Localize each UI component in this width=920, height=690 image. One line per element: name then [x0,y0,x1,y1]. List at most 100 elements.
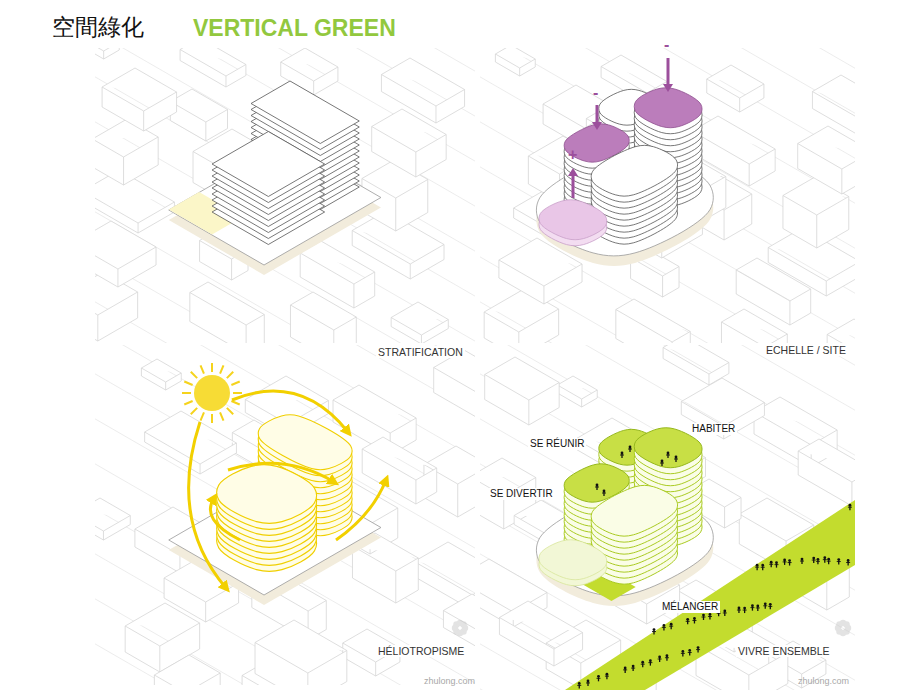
person-figure [774,561,778,567]
sun-ray [184,382,192,385]
city-block [616,299,690,343]
person-figure [737,607,741,613]
roof-slab [591,145,677,196]
sun-path [210,498,240,540]
person-figure [577,682,581,688]
sun-disc [194,375,230,411]
sun-ray [201,365,204,373]
person-figure [812,557,816,563]
city-block [707,65,764,112]
person-figure [595,484,599,490]
page-title: 空間綠化 [52,14,144,40]
panel-caption: ECHELLE / SITE [764,344,848,356]
function-label: MÉLANGER [660,601,720,613]
street-line [95,273,475,343]
roof-slab [539,540,607,580]
person-figure [769,561,773,567]
city-context [480,345,855,690]
city-block [798,126,855,194]
city-block [557,376,597,407]
sun-ray [184,401,192,404]
person-figure [692,617,696,623]
sun-ray [191,372,197,378]
street-line [95,345,475,622]
person-figure [652,628,656,634]
arrow-head [663,84,673,92]
person-figure [648,659,652,665]
minus-sign: - [664,36,669,54]
person-figure [708,613,712,619]
street-line [480,48,855,322]
function-label: SE RÉUNIR [528,438,586,450]
city-block [381,58,464,123]
city-block [95,221,156,287]
roof-slab [212,132,325,197]
street-line [95,48,475,325]
panel-caption: HÉLIOTROPISME [376,645,466,657]
city-block [141,359,181,390]
person-figure [597,675,601,681]
person-figure [674,456,678,462]
city-block [170,89,227,141]
street-line [480,48,855,142]
sun-symbol [182,363,242,423]
sun-path [189,422,226,588]
person-figure [702,614,706,620]
city-block [95,119,158,185]
person-figure [658,656,662,662]
city-block [95,48,119,59]
panel-caption: STRATIFICATION [376,346,465,358]
city-block [362,437,436,504]
person-figure [605,673,609,679]
person-figure [763,602,767,608]
person-figure [665,654,669,660]
roof-slab [591,485,677,536]
sun-ray [220,412,223,420]
person-figure [602,490,606,496]
city-block [495,48,535,76]
arrow-head [568,168,578,176]
city-block [798,439,855,506]
city-block [736,258,810,325]
function-label: HABITER [690,423,737,435]
subtitle: VERTICAL GREEN [193,15,396,41]
watermark-logo [835,620,851,636]
person-figure [620,452,624,458]
person-figure [756,605,760,611]
person-figure [800,558,804,564]
roof-slab [539,200,607,240]
city-block [255,620,347,685]
person-figure [827,558,831,564]
street-line [480,93,855,343]
load-arrow [596,105,599,123]
building-scale [536,58,713,266]
street-line [95,345,475,532]
city-block [692,116,775,186]
sun-path [232,391,348,432]
person-figure [628,446,632,452]
street-line [480,48,855,97]
building-living [536,428,855,690]
person-figure [750,604,754,610]
city-block [180,48,246,87]
city-block [102,68,176,131]
sun-path [228,463,334,482]
city-block [300,241,374,308]
minus-sign: - [593,84,598,102]
person-figure [846,559,850,565]
sun-ray [227,372,233,378]
city-block [663,345,729,385]
person-figure [686,618,690,624]
person-figure [669,623,673,629]
person-figure [768,603,772,609]
roof-slab [634,88,702,128]
street-line [95,93,475,343]
person-figure [631,665,635,671]
sun-ray [182,392,191,394]
street-line [95,345,475,487]
street-line [95,48,475,235]
building-stratification [169,81,381,275]
city-block [391,302,448,343]
person-figure [788,559,792,565]
